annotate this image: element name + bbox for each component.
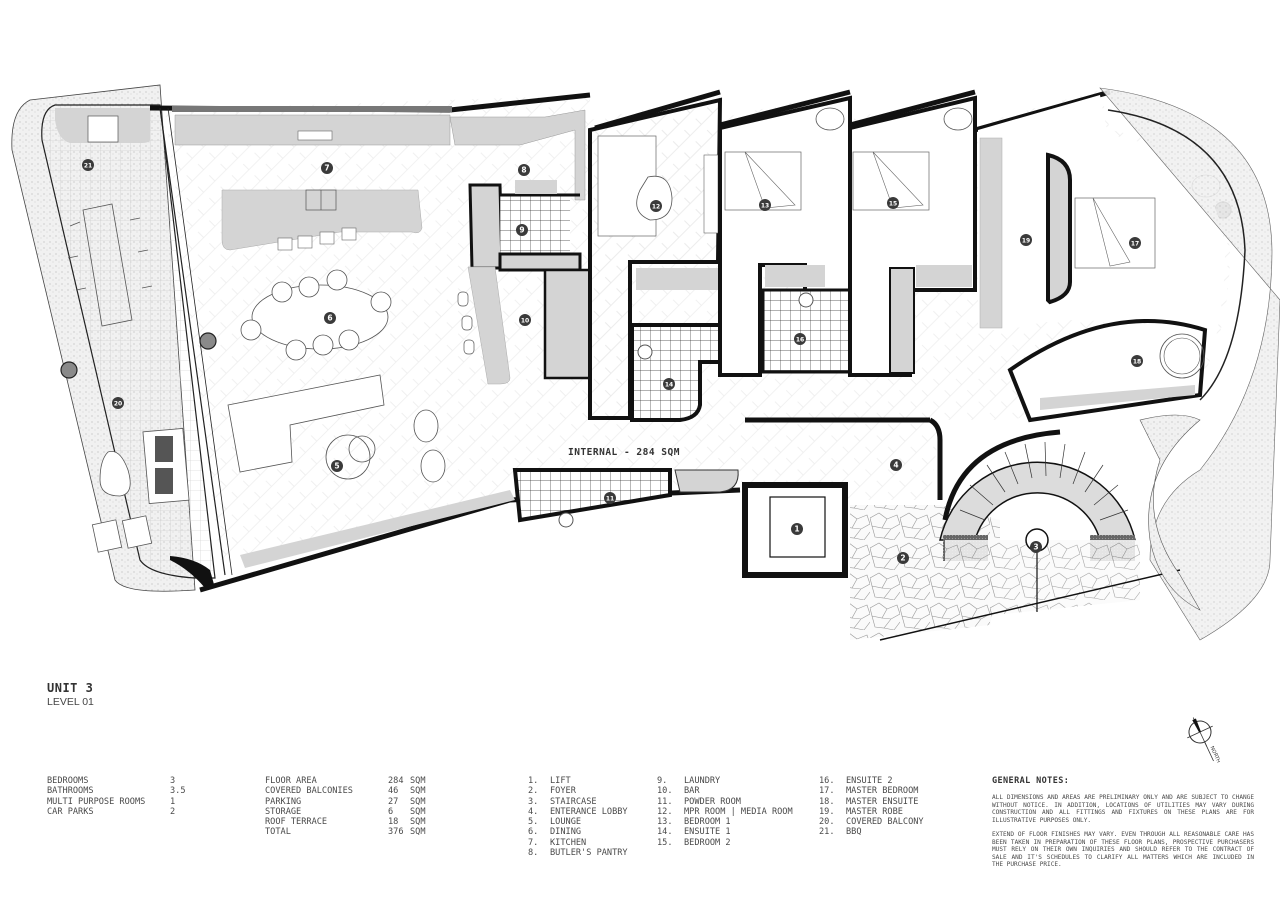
bar-counter: [467, 266, 511, 385]
room-marker-6: 6: [324, 312, 336, 324]
room-marker-17: 17: [1129, 237, 1141, 249]
legend-item: 6.DINING: [528, 827, 582, 838]
room-marker-2: 2: [897, 552, 909, 564]
kitchen-island: [221, 189, 423, 251]
svg-text:5: 5: [334, 462, 339, 471]
svg-text:2: 2: [900, 554, 905, 563]
legend-col-1: 1.LIFT 2.FOYER 3.STAIRCASE 4.ENTERANCE L…: [528, 776, 628, 858]
spiral-staircase: [879, 429, 1181, 641]
svg-text:16: 16: [796, 337, 804, 344]
notes-paragraph: ALL DIMENSIONS AND AREAS ARE PRELIMINARY…: [992, 794, 1254, 824]
legend-item: 12.MPR ROOM | MEDIA ROOM: [657, 806, 793, 817]
svg-text:1: 1: [794, 525, 799, 534]
legend-item: 19.MASTER ROBE: [819, 806, 903, 817]
room-marker-18: 18: [1131, 355, 1143, 367]
legend-item: 8.BUTLER'S PANTRY: [528, 848, 628, 859]
legend-item: 9.LAUNDRY: [657, 776, 721, 786]
room-marker-1: 1: [791, 523, 803, 535]
unit-title: UNIT 3: [47, 681, 94, 695]
legend-item: 14.ENSUITE 1: [657, 827, 731, 838]
svg-text:14: 14: [665, 382, 673, 389]
legend-item: 20.COVERED BALCONY: [819, 817, 924, 828]
svg-text:12: 12: [652, 204, 660, 211]
legend-col-3: 16.ENSUITE 2 17.MASTER BEDROOM 18.MASTER…: [819, 776, 924, 838]
svg-text:17: 17: [1131, 241, 1139, 248]
legend-col-2: 9.LAUNDRY 10.BAR 11.POWDER ROOM 12.MPR R…: [657, 776, 793, 848]
legend-item: 18.MASTER ENSUITE: [819, 796, 919, 807]
internal-area-label: INTERNAL - 284 SQM: [568, 447, 680, 458]
legend-item: 5.LOUNGE: [528, 817, 582, 828]
balcony-dining: [67, 203, 153, 327]
legend-item: 21.BBQ: [819, 827, 862, 838]
sofa: [227, 374, 385, 473]
legend-item: 13.BEDROOM 1: [657, 817, 731, 828]
room-marker-19: 19: [1020, 234, 1032, 246]
svg-text:NORTH: NORTH: [1209, 745, 1220, 764]
room-marker-7: 7: [321, 162, 333, 174]
svg-text:7: 7: [324, 164, 329, 173]
svg-text:9: 9: [519, 226, 524, 235]
room-marker-14: 14: [663, 378, 675, 390]
room-marker-9: 9: [516, 224, 528, 236]
room-marker-15: 15: [887, 197, 899, 209]
room-marker-20: 20: [112, 397, 124, 409]
svg-text:20: 20: [114, 401, 122, 408]
room-marker-8: 8: [518, 164, 530, 176]
room-marker-3: 3: [1030, 541, 1042, 553]
svg-text:8: 8: [521, 166, 526, 175]
legend-item: 4.ENTERANCE LOBBY: [528, 806, 628, 817]
svg-text:19: 19: [1022, 238, 1030, 245]
svg-text:13: 13: [761, 203, 769, 210]
legend-item: 1.LIFT: [528, 776, 571, 786]
legend-item: 2.FOYER: [528, 786, 576, 797]
legend-item: 15.BEDROOM 2: [657, 837, 731, 848]
svg-text:11: 11: [606, 496, 614, 503]
svg-text:10: 10: [521, 318, 529, 325]
legend-item: 10.BAR: [657, 786, 700, 797]
room-marker-5: 5: [331, 460, 343, 472]
svg-text:4: 4: [893, 461, 898, 470]
legend-item: 7.KITCHEN: [528, 837, 587, 848]
legend-item: 11.POWDER ROOM: [657, 796, 741, 807]
unit-level: LEVEL 01: [47, 696, 94, 708]
legend-item: 17.MASTER BEDROOM: [819, 786, 919, 797]
room-marker-16: 16: [794, 333, 806, 345]
general-notes: GENERAL NOTES: ALL DIMENSIONS AND AREAS …: [992, 776, 1254, 876]
legend-item: 3.STAIRCASE: [528, 796, 597, 807]
room-marker-12: 12: [650, 200, 662, 212]
room-marker-10: 10: [519, 314, 531, 326]
legend-item: 16.ENSUITE 2: [819, 776, 893, 786]
room-marker-13: 13: [759, 199, 771, 211]
notes-paragraph: EXTEND OF FLOOR FINISHES MAY VARY. EVEN …: [992, 831, 1254, 868]
north-arrow-icon: NORTH: [1187, 717, 1220, 764]
svg-text:3: 3: [1033, 543, 1038, 552]
svg-text:6: 6: [327, 314, 332, 323]
room-marker-11: 11: [604, 492, 616, 504]
room-marker-4: 4: [890, 459, 902, 471]
svg-text:15: 15: [889, 201, 897, 208]
notes-title: GENERAL NOTES:: [992, 776, 1070, 786]
svg-text:18: 18: [1133, 359, 1141, 366]
svg-text:21: 21: [84, 163, 92, 170]
room-marker-21: 21: [82, 159, 94, 171]
